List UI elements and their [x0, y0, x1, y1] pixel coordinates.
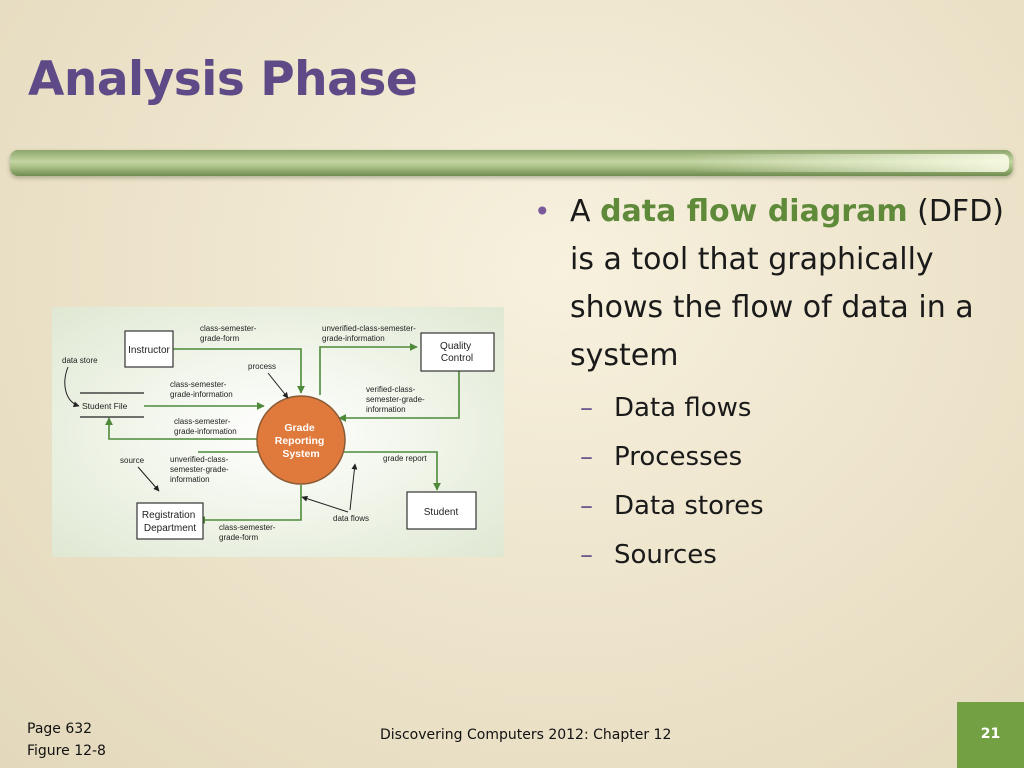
footer-reference: Page 632 Figure 12-8	[27, 718, 106, 762]
flow-registration-to-process	[198, 438, 264, 453]
flow-label-4: verified-class- semester-grade- informat…	[366, 385, 427, 414]
entity-quality-label: Quality Control	[440, 341, 474, 364]
annotation-source: source	[120, 456, 145, 465]
dfd-figure: Grade Reporting System Instructor Qualit…	[52, 307, 504, 557]
footer-title: Discovering Computers 2012: Chapter 12	[380, 727, 672, 743]
flow-process-to-student	[344, 451, 441, 491]
sub-bullet-data-stores: –Data stores	[534, 482, 1004, 531]
entity-quality-box	[420, 332, 495, 372]
entity-registration-box	[136, 502, 204, 540]
flow-instructor-to-process	[173, 348, 305, 394]
dash-icon: –	[580, 442, 593, 472]
bullet-highlight-term: data flow diagram	[600, 194, 908, 229]
annotation-data-store: data store	[62, 356, 98, 365]
pointer-process	[267, 372, 289, 399]
pointer-data-flows-1	[301, 495, 349, 513]
flow-label-5: class-semester- grade-information	[174, 417, 237, 436]
bullet-text: (DFD) is a tool that graphically shows t…	[570, 194, 1004, 373]
pointer-data-flows-2	[349, 463, 358, 511]
annotation-data-flows: data flows	[333, 514, 369, 523]
slide-title: Analysis Phase	[28, 52, 418, 107]
process-circle	[256, 395, 346, 485]
flow-process-to-quality	[319, 343, 418, 395]
dash-icon: –	[580, 491, 593, 521]
annotation-process: process	[248, 362, 276, 371]
store-label: Student File	[82, 401, 128, 411]
sub-bullet-processes: –Processes	[534, 433, 1004, 482]
sub-bullet-label: Data flows	[614, 393, 752, 423]
flow-label-7: grade report	[383, 454, 427, 463]
pointer-source	[137, 466, 160, 492]
sub-bullet-label: Processes	[614, 442, 743, 472]
dash-icon: –	[580, 540, 593, 570]
bullet-dot-icon: •	[534, 195, 551, 228]
sub-bullet-label: Sources	[614, 540, 717, 570]
entity-student-box	[406, 491, 477, 530]
footer-page-ref: Page 632	[27, 721, 93, 737]
flow-label-2: unverified-class-semester- grade-informa…	[322, 324, 418, 343]
bullet-content: • A data flow diagram (DFD) is a tool tha…	[534, 188, 1004, 580]
flow-quality-to-process	[338, 371, 460, 422]
flow-label-8: class-semester- grade-form	[219, 523, 278, 542]
dash-icon: –	[580, 393, 593, 423]
sub-bullet-list: –Data flows –Processes –Data stores –Sou…	[534, 384, 1004, 580]
main-bullet: • A data flow diagram (DFD) is a tool tha…	[534, 188, 1004, 380]
entity-instructor-label: Instructor	[128, 345, 170, 356]
title-divider-bar	[10, 150, 1013, 176]
entity-registration-label: Registration Department	[142, 510, 198, 534]
footer-figure-ref: Figure 12-8	[27, 743, 106, 759]
dfd-diagram: Grade Reporting System Instructor Qualit…	[62, 324, 495, 542]
slide-number: 21	[980, 726, 1001, 742]
entity-student-label: Student	[424, 507, 459, 518]
flow-label-6: unverified-class- semester-grade- inform…	[170, 455, 231, 484]
slide-number-box: 21	[957, 702, 1024, 768]
flow-label-3: class-semester- grade-information	[170, 380, 233, 399]
process-label: Grade Reporting System	[275, 422, 328, 460]
sub-bullet-data-flows: –Data flows	[534, 384, 1004, 433]
pointer-data-store	[64, 366, 80, 408]
bullet-prefix: A	[570, 194, 601, 229]
flow-process-to-store	[105, 417, 258, 440]
sub-bullet-label: Data stores	[614, 491, 764, 521]
sub-bullet-sources: –Sources	[534, 531, 1004, 580]
flow-label-1: class-semester- grade-form	[200, 324, 259, 343]
entity-instructor-box	[124, 330, 174, 368]
flow-process-to-registration	[197, 485, 302, 524]
